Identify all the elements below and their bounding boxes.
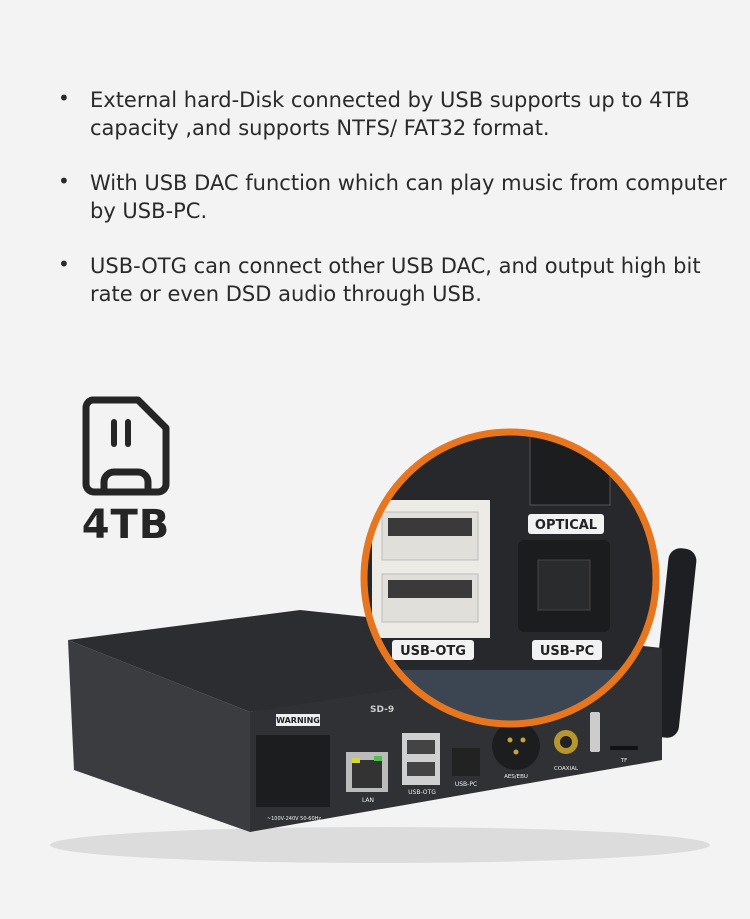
model-text: SD-9 (370, 705, 394, 715)
feature-text: With USB DAC function which can play mus… (90, 171, 727, 223)
bullet-icon: • (58, 86, 70, 110)
power-label: ~100V-240V 50-60Hz (267, 816, 322, 822)
capacity-badge: 4TB (78, 396, 174, 548)
magnifier-ring (360, 428, 660, 728)
device-shadow (50, 827, 710, 863)
warning-text: WARNING (276, 716, 320, 725)
feature-item: • With USB DAC function which can play mu… (58, 169, 738, 225)
usb-pc-label: USB-PC (455, 781, 477, 788)
power-socket (256, 735, 330, 807)
capacity-caption: 4TB (81, 502, 171, 548)
magnified-usb-otg-label: USB-OTG (400, 644, 466, 659)
bullet-icon: • (58, 169, 70, 193)
feature-text: External hard-Disk connected by USB supp… (90, 88, 690, 140)
lan-label: LAN (362, 797, 374, 804)
aes-label: AES/EBU (504, 774, 528, 780)
bullet-icon: • (58, 252, 70, 276)
coaxial-label: COAXIAL (554, 766, 579, 772)
hdmi-port (590, 712, 600, 752)
sd-card-icon (82, 396, 170, 496)
warning-label (276, 714, 320, 726)
usb-otg-label: USB-OTG (408, 789, 436, 796)
feature-list: • External hard-Disk connected by USB sup… (58, 86, 738, 335)
tf-slot (610, 746, 638, 750)
antenna (651, 548, 697, 738)
feature-item: • USB-OTG can connect other USB DAC, and … (58, 252, 738, 308)
tf-label: TF (620, 758, 628, 764)
magnified-usb-pc-label: USB-PC (540, 644, 594, 659)
feature-item: • External hard-Disk connected by USB sup… (58, 86, 738, 142)
usb-pc-port (452, 748, 480, 776)
aes-port (492, 722, 540, 770)
device-side (68, 640, 250, 832)
feature-text: USB-OTG can connect other USB DAC, and o… (90, 254, 701, 306)
magnified-optical-label: OPTICAL (535, 518, 597, 533)
